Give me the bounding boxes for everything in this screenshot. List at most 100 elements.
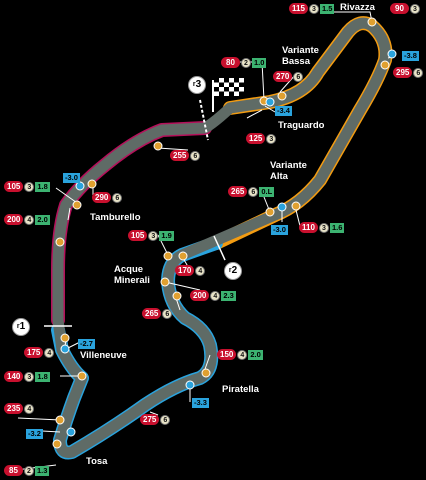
speed-badge: 110 xyxy=(299,222,318,233)
gear-badge: 6 xyxy=(160,414,171,425)
gear-badge: 3 xyxy=(309,3,319,14)
gear-badge: 3 xyxy=(410,3,420,14)
speed-badge: 255 xyxy=(170,150,190,161)
g-force-badge: 1.0 xyxy=(252,57,267,68)
sector-line-2 xyxy=(213,235,226,261)
speed-badge: 105 xyxy=(128,230,148,241)
g-force-badge: 0.L xyxy=(259,186,275,197)
g-force-badge: 2.0 xyxy=(35,214,50,225)
decel-badge: -2.7 xyxy=(78,338,95,349)
callout-brake-traguardo: -3.4 xyxy=(275,105,292,116)
g-force-badge: 2.3 xyxy=(221,290,236,301)
gear-badge: 3 xyxy=(24,181,35,192)
speed-badge: 115 xyxy=(289,3,308,14)
callout-brake-tosa: -3.2 xyxy=(26,428,43,439)
g-force-badge: 1.5 xyxy=(320,3,335,14)
gear-badge: 2 xyxy=(241,57,251,68)
speed-badge: 85 xyxy=(4,465,23,476)
speed-badge: 295 xyxy=(393,67,413,78)
decel-badge: -3.2 xyxy=(26,428,43,439)
corner-label-tamburello: Tamburello xyxy=(90,212,141,223)
speed-badge: 170 xyxy=(175,265,195,276)
speed-badge: 270 xyxy=(273,71,293,82)
gear-badge: 4 xyxy=(237,349,248,360)
decel-badge: -3.4 xyxy=(275,105,292,116)
g-force-badge: 1.8 xyxy=(35,181,50,192)
gear-badge: 6 xyxy=(162,308,173,319)
gear-badge: 4 xyxy=(44,347,55,358)
speed-badge: 275 xyxy=(140,414,160,425)
callout-brake-tamburello: -3.0 xyxy=(63,172,80,183)
sector-line-3 xyxy=(199,99,209,141)
gear-badge: 4 xyxy=(24,214,35,225)
corner-label-tosa: Tosa xyxy=(86,456,108,467)
callout-brake-rivazza-exit: -3.8 xyxy=(402,50,419,61)
decel-badge: -3.0 xyxy=(63,172,80,183)
speed-badge: 140 xyxy=(4,371,24,382)
gear-badge: 4 xyxy=(195,265,206,276)
g-force-badge: 1.8 xyxy=(35,371,50,382)
track-surface xyxy=(52,17,391,458)
gear-badge: 6 xyxy=(190,150,201,161)
speed-badge: 290 xyxy=(92,192,112,203)
g-force-badge: 1.9 xyxy=(159,230,174,241)
callout-brake-variante-alta: -3.0 xyxy=(271,224,288,235)
g-force-badge: 1.6 xyxy=(330,222,345,233)
gear-badge: 3 xyxy=(319,222,329,233)
speed-badge: 150 xyxy=(217,349,237,360)
decel-badge: -3.0 xyxy=(271,224,288,235)
gear-badge: 6 xyxy=(293,71,304,82)
speed-badge: 175 xyxy=(24,347,44,358)
sector-1-badge: r1 xyxy=(12,318,30,336)
gear-badge: 3 xyxy=(148,230,159,241)
gear-badge: 3 xyxy=(266,133,277,144)
corner-label-traguardo: Traguardo xyxy=(278,120,325,131)
gear-badge: 6 xyxy=(112,192,123,203)
corner-label-piratella: Piratella xyxy=(222,384,259,395)
speed-badge: 105 xyxy=(4,181,24,192)
chequered-flag-icon xyxy=(212,78,244,112)
gear-badge: 4 xyxy=(210,290,221,301)
corner-label-rivazza: Rivazza xyxy=(340,2,375,13)
speed-badge: 265 xyxy=(142,308,162,319)
g-force-badge: 1.3 xyxy=(35,465,50,476)
gear-badge: 6 xyxy=(413,67,424,78)
sector-2-badge: r2 xyxy=(224,262,242,280)
speed-trap-dots xyxy=(60,49,397,437)
g-force-badge: 2.0 xyxy=(248,349,263,360)
gear-badge: 3 xyxy=(24,371,35,382)
speed-badge: 265 xyxy=(228,186,248,197)
speed-badge: 200 xyxy=(4,214,24,225)
sector-3-badge: r3 xyxy=(188,76,206,94)
gear-badge: 6 xyxy=(248,186,259,197)
decel-badge: -3.3 xyxy=(192,397,209,408)
gear-badge: 2 xyxy=(24,465,34,476)
speed-badge: 90 xyxy=(390,3,409,14)
speed-badge: 80 xyxy=(221,57,240,68)
corner-dots xyxy=(52,17,390,449)
speed-badge: 235 xyxy=(4,403,24,414)
callout-brake-villeneuve: -2.7 xyxy=(78,338,95,349)
